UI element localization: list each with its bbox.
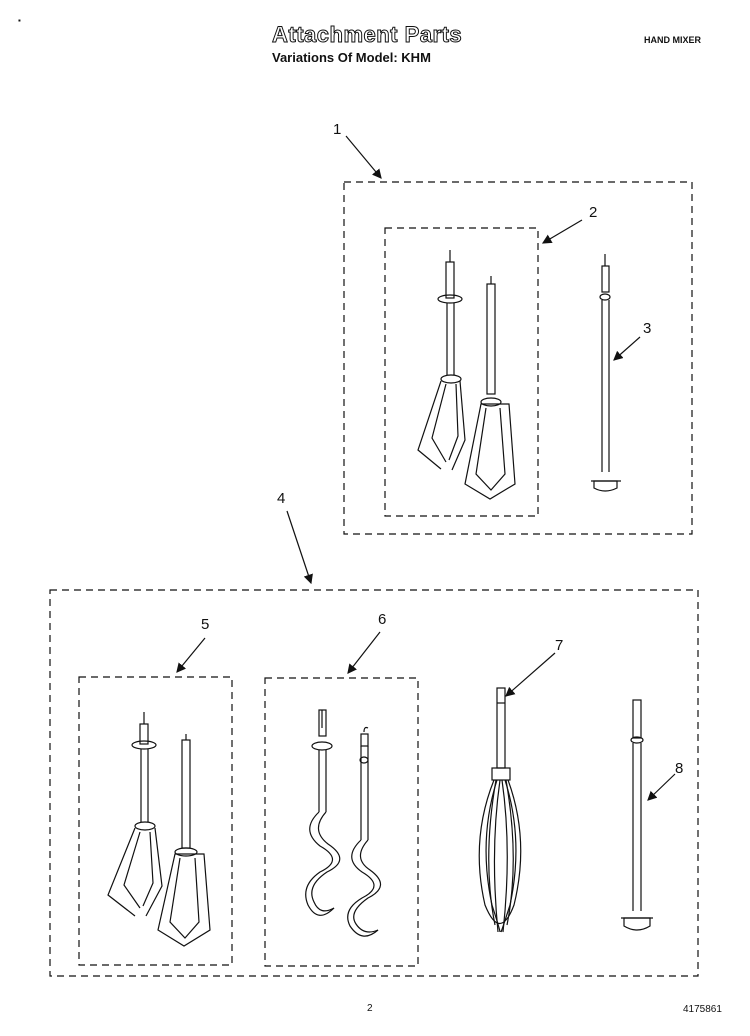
callout-1: 1 xyxy=(333,121,341,138)
beater-pair-2 xyxy=(417,250,516,500)
product-name: HAND MIXER xyxy=(644,35,702,45)
group-box-4 xyxy=(49,589,699,977)
callout-2: 2 xyxy=(589,204,597,221)
callout-8: 8 xyxy=(675,760,683,777)
leader-6 xyxy=(347,631,381,674)
leader-1 xyxy=(345,135,382,179)
leader-7 xyxy=(505,652,556,697)
group-box-5 xyxy=(78,676,233,966)
callout-6: 6 xyxy=(378,611,386,628)
document-number: 4175861 xyxy=(683,1004,722,1015)
whisk-7 xyxy=(478,687,522,933)
callout-3: 3 xyxy=(643,320,651,337)
leader-5 xyxy=(176,637,206,673)
leader-3 xyxy=(613,336,641,361)
group-box-6 xyxy=(264,677,419,967)
callout-4: 4 xyxy=(277,490,285,507)
callout-7: 7 xyxy=(555,637,563,654)
blender-rod-3 xyxy=(591,254,621,492)
group-box-2 xyxy=(384,227,539,517)
leader-2 xyxy=(541,219,583,244)
page-subtitle: Variations Of Model: KHM xyxy=(272,50,431,65)
group-box-1 xyxy=(343,181,693,535)
page-number: 2 xyxy=(367,1003,373,1014)
blender-rod-8 xyxy=(621,699,653,931)
page-title: Attachment Parts xyxy=(271,22,463,48)
leader-8 xyxy=(647,773,676,801)
corner-mark: ▪ xyxy=(18,16,21,25)
beater-pair-5 xyxy=(107,712,211,947)
callout-5: 5 xyxy=(201,616,209,633)
leader-4 xyxy=(286,510,313,585)
dough-hooks-6 xyxy=(305,709,382,937)
